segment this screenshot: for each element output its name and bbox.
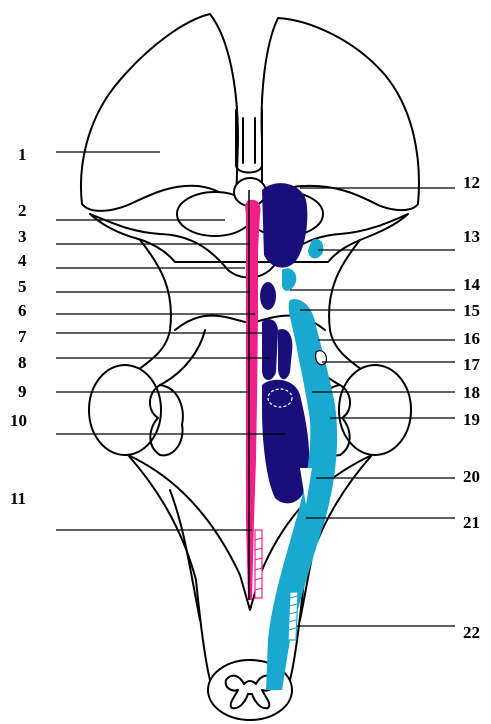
label-11: 11 bbox=[10, 489, 26, 508]
facial-ambiguus-nucleus bbox=[262, 380, 309, 504]
label-3: 3 bbox=[18, 227, 27, 246]
labels-right: 12 13 14 15 16 17 18 19 20 21 22 bbox=[463, 173, 481, 642]
label-4: 4 bbox=[18, 251, 27, 270]
label-10: 10 bbox=[10, 411, 27, 430]
label-20: 20 bbox=[463, 467, 480, 486]
label-22: 22 bbox=[463, 623, 480, 642]
right-thalamus bbox=[262, 18, 419, 210]
label-7: 7 bbox=[18, 327, 27, 346]
label-15: 15 bbox=[463, 301, 480, 320]
left-thalamus bbox=[81, 14, 238, 211]
trigeminal-motor-nucleus bbox=[262, 319, 278, 380]
trochlear-nucleus bbox=[260, 282, 276, 310]
label-21: 21 bbox=[463, 513, 480, 532]
third-ventricle bbox=[236, 110, 262, 173]
label-2: 2 bbox=[18, 201, 27, 220]
label-14: 14 bbox=[463, 275, 481, 294]
label-9: 9 bbox=[18, 382, 27, 401]
left-peduncle-floor bbox=[175, 316, 245, 330]
label-8: 8 bbox=[18, 353, 27, 372]
label-16: 16 bbox=[463, 329, 480, 348]
label-12: 12 bbox=[463, 173, 480, 192]
pineal-outline bbox=[243, 118, 255, 163]
label-13: 13 bbox=[463, 227, 480, 246]
vestibular-nucleus bbox=[316, 351, 327, 365]
label-6: 6 bbox=[18, 301, 27, 320]
left-gracile bbox=[170, 490, 200, 620]
label-5: 5 bbox=[18, 277, 27, 296]
abducens-nucleus bbox=[278, 329, 292, 379]
label-17: 17 bbox=[463, 355, 481, 374]
labels-left: 1 2 3 4 5 6 7 8 9 10 11 bbox=[10, 145, 27, 508]
label-19: 19 bbox=[463, 410, 480, 429]
label-1: 1 bbox=[18, 145, 27, 164]
sensory-hatched bbox=[288, 592, 298, 640]
label-18: 18 bbox=[463, 383, 480, 402]
